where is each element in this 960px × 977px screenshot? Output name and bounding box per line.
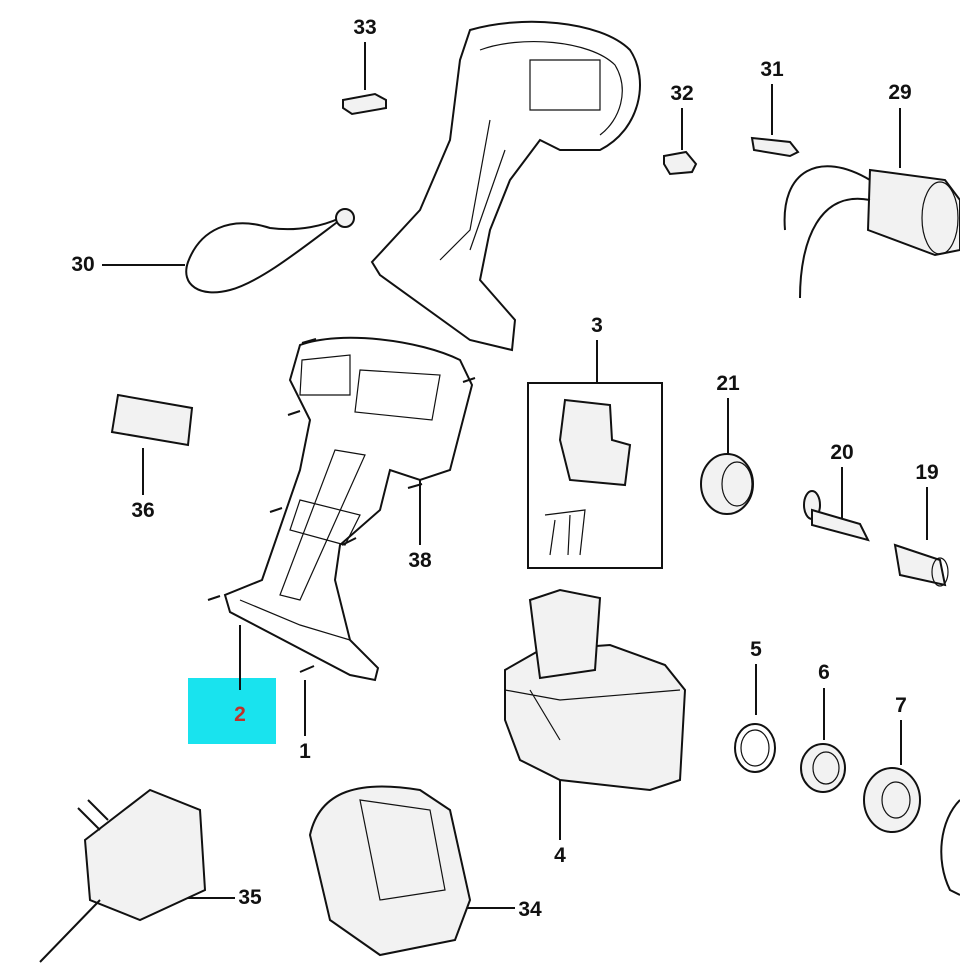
label-30[interactable]: 30 [71, 253, 95, 276]
label-5[interactable]: 5 [750, 638, 762, 661]
part-4-battery[interactable] [504, 588, 687, 792]
label-3[interactable]: 3 [591, 314, 603, 337]
part-21-ring-gear[interactable] [700, 453, 754, 515]
label-21[interactable]: 21 [716, 372, 740, 395]
label-31[interactable]: 31 [760, 58, 784, 81]
part-7-collar[interactable] [863, 767, 921, 833]
label-35[interactable]: 35 [238, 886, 262, 909]
label-38[interactable]: 38 [408, 549, 432, 572]
chuck-partial [940, 799, 960, 896]
label-19[interactable]: 19 [915, 461, 939, 484]
part-19-sleeve[interactable] [893, 543, 949, 587]
part-35-charger-adapter[interactable] [39, 788, 207, 963]
part-33-clip[interactable] [342, 92, 387, 116]
part-6-spring[interactable] [800, 743, 846, 793]
part-36-nameplate[interactable] [110, 393, 194, 447]
part-29-motor[interactable] [783, 165, 960, 299]
label-1[interactable]: 1 [299, 740, 311, 763]
label-32[interactable]: 32 [670, 82, 694, 105]
part-2-housing-half[interactable] [223, 336, 474, 682]
housing-half-upper[interactable] [370, 20, 641, 352]
leader-lines [102, 42, 928, 909]
screws[interactable] [207, 338, 476, 673]
part-31-bit[interactable] [750, 136, 800, 158]
label-4[interactable]: 4 [554, 844, 566, 867]
part-32-contact[interactable] [663, 150, 698, 176]
label-2-highlighted[interactable]: 2 [234, 703, 246, 726]
label-33[interactable]: 33 [353, 16, 377, 39]
part-3-switch[interactable] [527, 382, 663, 569]
label-34[interactable]: 34 [518, 898, 542, 921]
label-20[interactable]: 20 [830, 441, 854, 464]
part-30-lanyard[interactable] [185, 208, 355, 294]
highlight-box-part-2[interactable] [188, 678, 276, 744]
part-5-washer[interactable] [734, 723, 776, 773]
label-36[interactable]: 36 [131, 499, 155, 522]
part-20-spindle[interactable] [803, 490, 870, 542]
label-29[interactable]: 29 [888, 81, 912, 104]
part-34-charger-base[interactable] [308, 785, 472, 957]
label-7[interactable]: 7 [895, 694, 907, 717]
label-6[interactable]: 6 [818, 661, 830, 684]
